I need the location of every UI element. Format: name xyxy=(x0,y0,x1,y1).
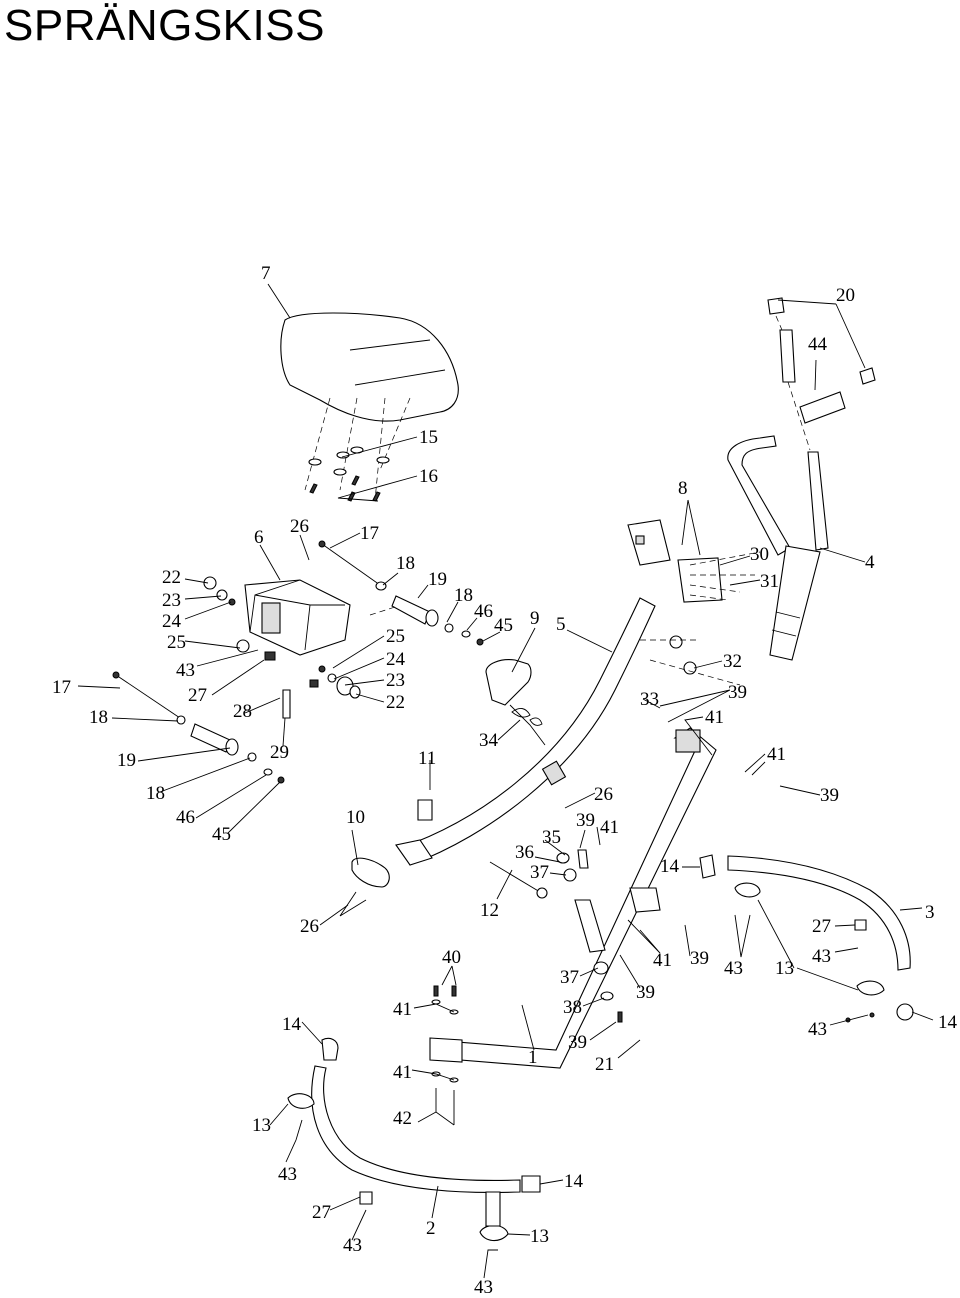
callout-14: 14 xyxy=(282,1014,302,1035)
callout-14: 14 xyxy=(564,1171,584,1192)
callout-43: 43 xyxy=(808,1019,827,1040)
callout-46: 46 xyxy=(176,807,195,828)
callout-41: 41 xyxy=(767,744,786,765)
callout-39: 39 xyxy=(576,810,595,831)
callout-23: 23 xyxy=(162,590,181,611)
callout-22: 22 xyxy=(162,567,181,588)
callout-8: 8 xyxy=(678,478,688,499)
callout-45: 45 xyxy=(212,824,231,845)
callout-39: 39 xyxy=(728,682,747,703)
callout-14: 14 xyxy=(660,856,680,877)
callout-27: 27 xyxy=(812,916,831,937)
front-rail-part xyxy=(399,597,656,866)
callout-37: 37 xyxy=(560,967,579,988)
callout-1: 1 xyxy=(528,1047,538,1068)
callout-2: 2 xyxy=(426,1218,436,1239)
callout-41: 41 xyxy=(705,707,724,728)
callout-3: 3 xyxy=(925,902,935,923)
callout-12: 12 xyxy=(480,900,499,921)
seat-bracket-part xyxy=(244,579,351,656)
callout-36: 36 xyxy=(515,842,534,863)
callout-18: 18 xyxy=(454,585,473,606)
callout-27: 27 xyxy=(312,1202,331,1223)
callout-4: 4 xyxy=(865,552,875,573)
callout-labels: 7 20 44 15 16 8 6 26 17 18 19 18 46 45 9… xyxy=(52,263,958,1298)
front-leg-part xyxy=(311,1065,521,1194)
callout-38: 38 xyxy=(563,997,582,1018)
callout-26: 26 xyxy=(290,516,309,537)
callout-9: 9 xyxy=(530,608,540,629)
callout-39: 39 xyxy=(690,948,709,969)
callout-16: 16 xyxy=(419,466,438,487)
seat-part xyxy=(280,312,459,422)
callout-25: 25 xyxy=(167,632,186,653)
callout-40: 40 xyxy=(442,947,461,968)
callout-33: 33 xyxy=(640,689,659,710)
callout-43: 43 xyxy=(176,660,195,681)
callout-17: 17 xyxy=(360,523,379,544)
callout-11: 11 xyxy=(418,748,436,769)
callout-13: 13 xyxy=(252,1115,271,1136)
callout-46: 46 xyxy=(474,601,493,622)
callout-41: 41 xyxy=(653,950,672,971)
callout-30: 30 xyxy=(750,544,769,565)
callout-43: 43 xyxy=(474,1277,493,1298)
callout-28: 28 xyxy=(233,701,252,722)
callout-18: 18 xyxy=(396,553,415,574)
callout-5: 5 xyxy=(556,614,566,635)
callout-27: 27 xyxy=(188,685,207,706)
callout-43: 43 xyxy=(724,958,743,979)
callout-26: 26 xyxy=(300,916,319,937)
callout-13: 13 xyxy=(775,958,794,979)
callout-37: 37 xyxy=(530,862,549,883)
callout-19: 19 xyxy=(428,569,447,590)
callout-39: 39 xyxy=(636,982,655,1003)
console-part xyxy=(627,519,671,566)
page-title: SPRÄNGSKISS xyxy=(4,1,325,50)
callout-6: 6 xyxy=(254,527,264,548)
callout-17: 17 xyxy=(52,677,71,698)
callout-39: 39 xyxy=(820,785,839,806)
callout-43: 43 xyxy=(343,1235,362,1256)
callout-14: 14 xyxy=(938,1012,958,1033)
callout-21: 21 xyxy=(595,1054,614,1075)
callout-23: 23 xyxy=(386,670,405,691)
callout-41: 41 xyxy=(393,1062,412,1083)
callout-42: 42 xyxy=(393,1108,412,1129)
callout-35: 35 xyxy=(542,827,561,848)
holder-part xyxy=(485,659,532,706)
callout-24: 24 xyxy=(162,611,182,632)
callout-43: 43 xyxy=(278,1164,297,1185)
callout-39: 39 xyxy=(568,1032,587,1053)
callout-41: 41 xyxy=(600,817,619,838)
callout-18: 18 xyxy=(89,707,108,728)
callout-31: 31 xyxy=(760,571,779,592)
callout-44: 44 xyxy=(808,334,828,355)
callout-10: 10 xyxy=(346,807,365,828)
callout-18: 18 xyxy=(146,783,165,804)
rear-leg-part xyxy=(727,855,911,971)
callout-45: 45 xyxy=(494,615,513,636)
callout-26: 26 xyxy=(594,784,613,805)
parts-layer xyxy=(112,297,914,1242)
callout-15: 15 xyxy=(419,427,438,448)
callout-13: 13 xyxy=(530,1226,549,1247)
callout-20: 20 xyxy=(836,285,855,306)
leader-lines xyxy=(77,283,934,1279)
callout-43: 43 xyxy=(812,946,831,967)
callout-24: 24 xyxy=(386,649,406,670)
callout-29: 29 xyxy=(270,742,289,763)
callout-41: 41 xyxy=(393,999,412,1020)
callout-34: 34 xyxy=(479,730,499,751)
callout-22: 22 xyxy=(386,692,405,713)
callout-7: 7 xyxy=(261,263,271,284)
handlebar-part xyxy=(727,435,791,556)
callout-25: 25 xyxy=(386,626,405,647)
callout-32: 32 xyxy=(723,651,742,672)
callout-19: 19 xyxy=(117,750,136,771)
